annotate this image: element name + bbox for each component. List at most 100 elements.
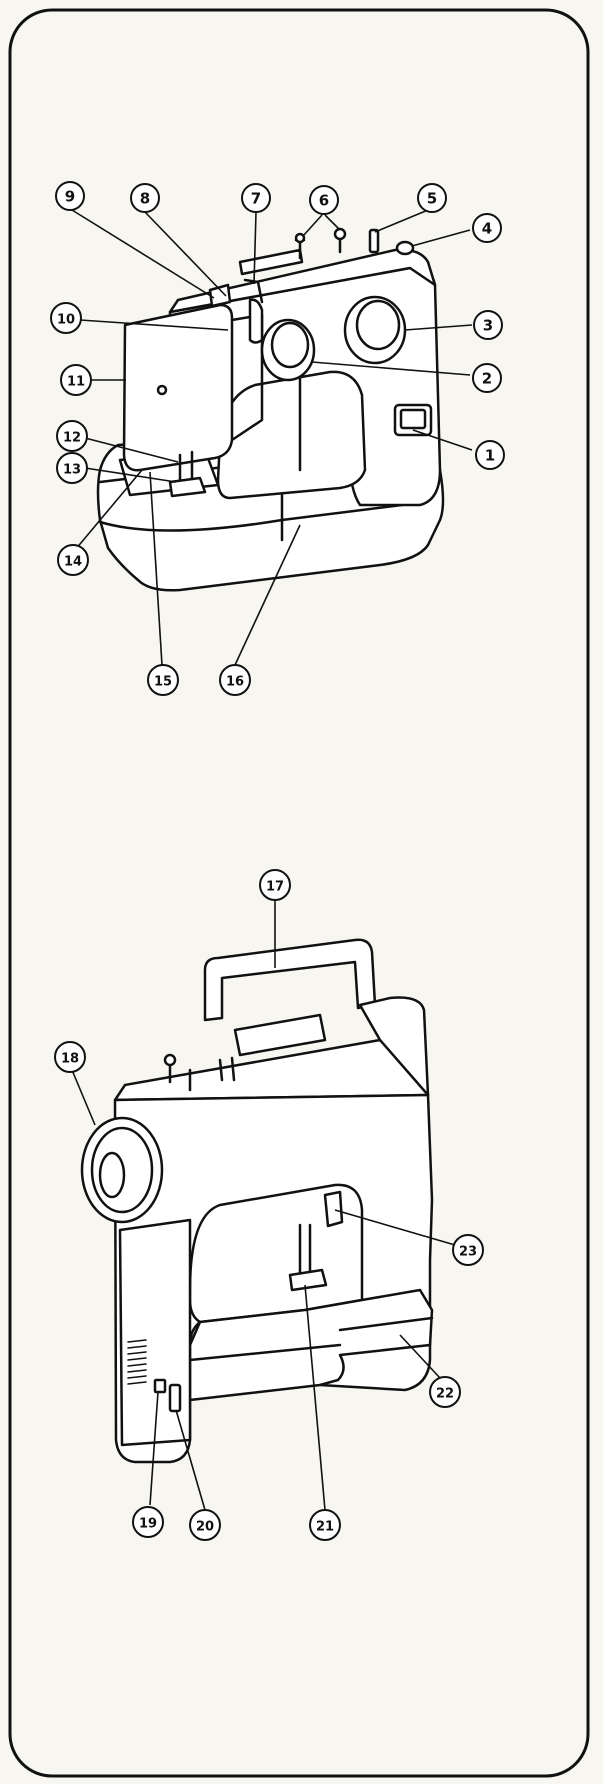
svg-text:15: 15 [154, 675, 172, 690]
arm-opening [216, 370, 367, 500]
svg-text:17: 17 [266, 880, 284, 895]
bed-front-edge [188, 1316, 434, 1362]
leader-19 [149, 1391, 159, 1506]
rear-thread-guide [323, 1190, 344, 1228]
presser-foot [168, 476, 207, 498]
head-screw [156, 384, 168, 396]
svg-text:6: 6 [319, 192, 329, 210]
svg-text:14: 14 [64, 555, 82, 570]
leader-21 [304, 1284, 326, 1511]
svg-text:7: 7 [251, 190, 261, 208]
svg-text:23: 23 [459, 1245, 477, 1260]
carrying-handle [203, 938, 377, 1022]
callout-9: 9 [55, 181, 85, 211]
leader-4 [411, 229, 471, 247]
svg-text:10: 10 [57, 313, 75, 328]
callout-7: 7 [241, 183, 271, 213]
leader-7 [253, 211, 257, 285]
callout-21: 21 [309, 1509, 341, 1541]
svg-text:2: 2 [482, 370, 492, 388]
rear-needle-bar [298, 1223, 312, 1277]
callout-4: 4 [472, 213, 502, 243]
svg-text:20: 20 [196, 1520, 214, 1535]
base-lower-edge [98, 503, 404, 532]
leader-20 [175, 1409, 206, 1511]
callout-2: 2 [472, 363, 502, 393]
spool-pin-right-cap [333, 227, 347, 241]
vent-grille [127, 1339, 147, 1385]
pattern-selector-dial-face [355, 299, 401, 351]
callout-13: 13 [56, 452, 88, 484]
leader-5 [374, 209, 429, 233]
callout-22: 22 [429, 1376, 461, 1408]
leader-10 [79, 319, 229, 331]
svg-text:11: 11 [67, 375, 85, 390]
svg-text:13: 13 [63, 463, 81, 478]
head-side-line [230, 313, 264, 442]
power-socket [168, 1383, 182, 1413]
top-window [238, 248, 304, 276]
leader-15 [149, 471, 163, 666]
svg-text:19: 19 [139, 1517, 157, 1532]
top-cover [168, 248, 437, 314]
leader-6a [302, 214, 323, 237]
callout-14: 14 [57, 544, 89, 576]
callout-18: 18 [54, 1041, 86, 1073]
svg-text:9: 9 [65, 188, 75, 206]
front-view-illustration [96, 227, 445, 592]
tension-dial [248, 298, 264, 344]
handle-recess [233, 1013, 327, 1057]
leader-2 [311, 361, 471, 376]
rear-leader-lines [71, 900, 456, 1511]
callout-15: 15 [147, 664, 179, 696]
power-switch [153, 1378, 167, 1394]
svg-text:21: 21 [316, 1520, 334, 1535]
rear-spool-pin-a-cap [163, 1053, 177, 1067]
callout-12: 12 [56, 420, 88, 452]
reverse-lever [399, 408, 427, 430]
svg-text:16: 16 [226, 675, 244, 690]
handwheel-hub [98, 1151, 126, 1199]
callout-10: 10 [50, 302, 82, 334]
leader-1 [412, 429, 473, 451]
leader-6b [324, 214, 341, 231]
svg-text:8: 8 [140, 190, 150, 208]
thread-take-up [208, 283, 232, 308]
callout-16: 16 [219, 664, 251, 696]
page-frame [8, 8, 590, 1778]
leader-16 [234, 524, 301, 666]
spool-pin-left-cap [294, 232, 306, 244]
rear-spool-pin-c [218, 1056, 236, 1082]
svg-text:18: 18 [61, 1052, 79, 1067]
svg-text:4: 4 [482, 220, 492, 238]
callout-1: 1 [475, 440, 505, 470]
callout-19: 19 [132, 1506, 164, 1538]
svg-text:1: 1 [485, 447, 495, 465]
callout-8: 8 [130, 183, 160, 213]
leader-9 [71, 209, 215, 299]
callout-11: 11 [60, 364, 92, 396]
rear-arm-opening [188, 1183, 364, 1324]
leader-23 [334, 1209, 456, 1246]
leader-18 [71, 1069, 96, 1126]
leader-13 [84, 467, 177, 483]
leader-22 [399, 1334, 441, 1379]
leader-14 [74, 469, 143, 551]
callout-5: 5 [417, 183, 447, 213]
svg-text:12: 12 [63, 431, 81, 446]
bobbin-winder-stopper [395, 240, 415, 256]
callout-badges: 1 2 3 4 5 6 7 8 [50, 181, 505, 1541]
svg-text:3: 3 [483, 317, 493, 335]
leader-3 [404, 324, 473, 331]
thread-guide-bar [243, 278, 264, 304]
leader-8 [144, 211, 227, 297]
rear-view-illustration [80, 938, 434, 1464]
leader-12 [84, 437, 179, 463]
stitch-length-dial-face [270, 321, 310, 369]
svg-text:5: 5 [427, 190, 437, 208]
rear-presser-foot [288, 1268, 328, 1292]
bobbin-winder-spindle [368, 228, 380, 254]
svg-text:22: 22 [436, 1387, 454, 1402]
rear-top-cover-side [358, 996, 430, 1097]
